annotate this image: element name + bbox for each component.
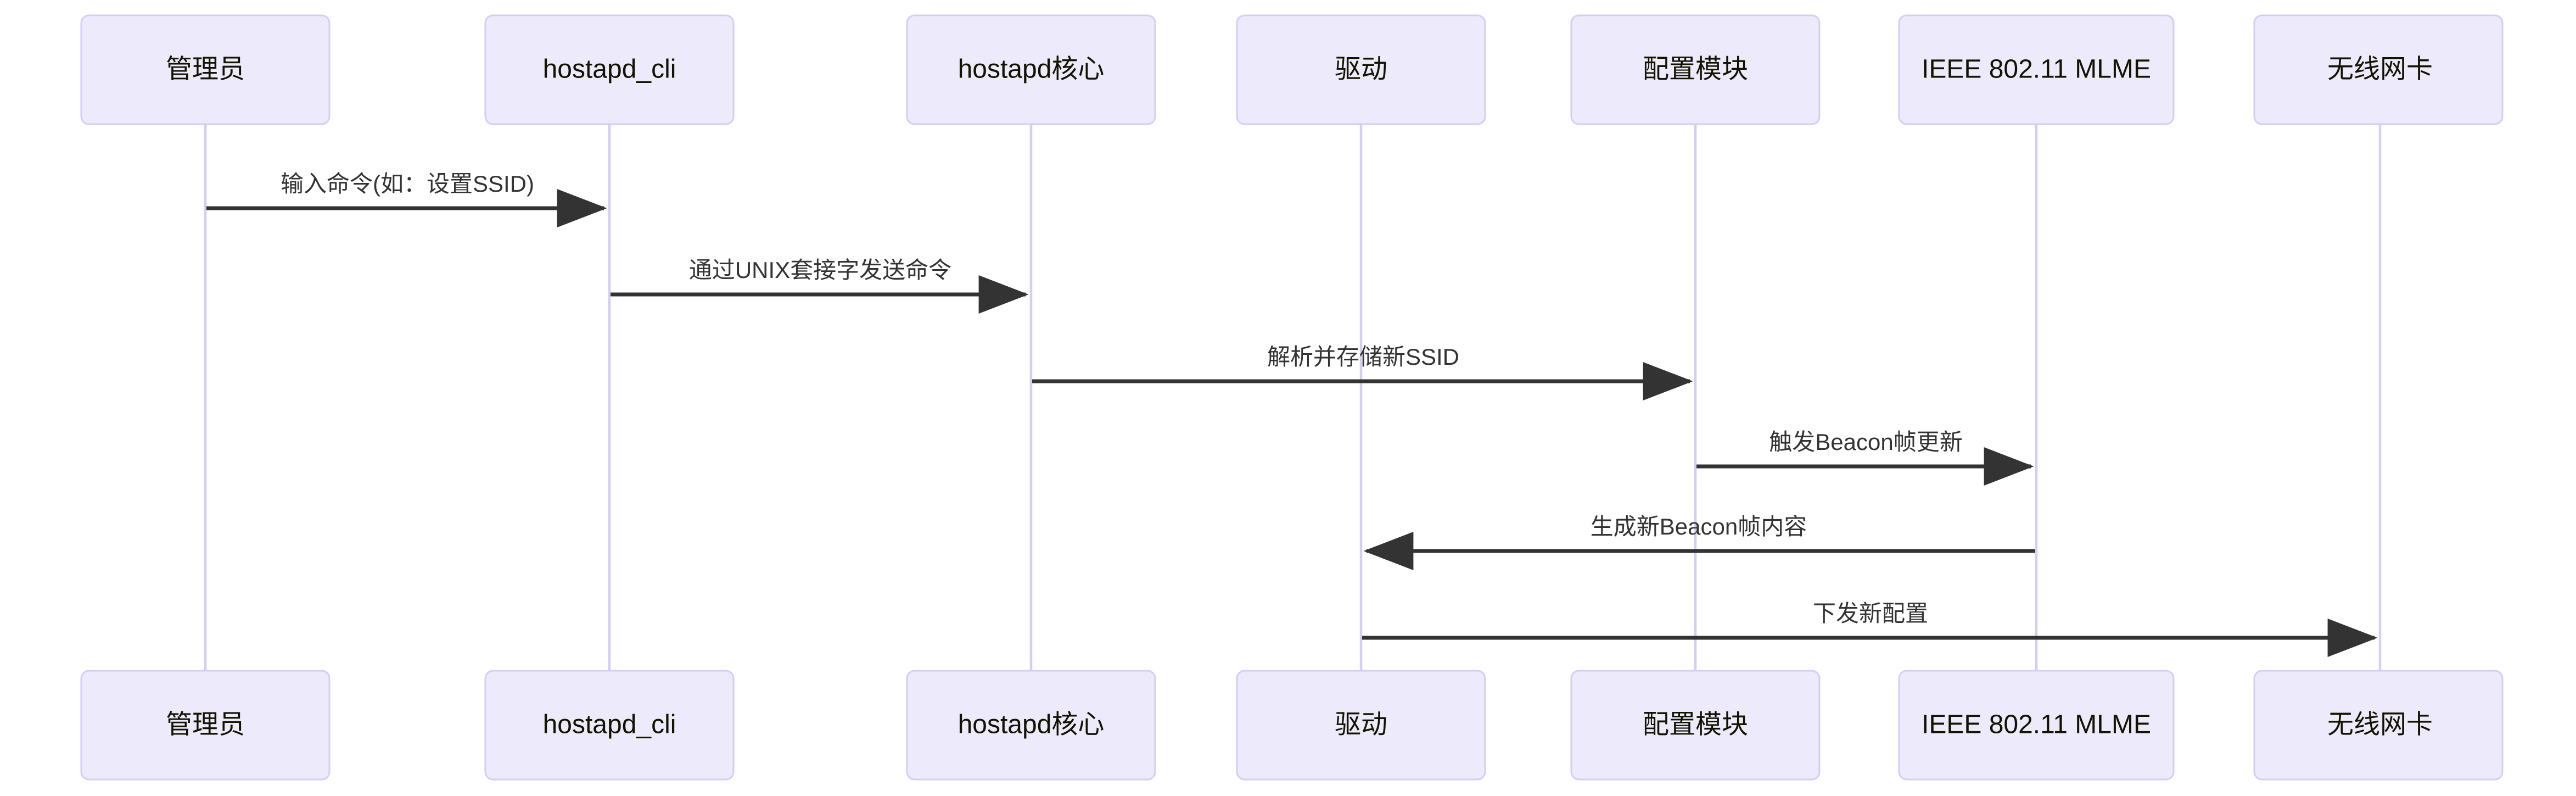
message-label: 下发新配置 [1813,600,1928,626]
participant-box-rect [906,670,1156,781]
participant-box-top-cli[interactable]: hostapd_cli [484,14,735,125]
participant-box-rect [2253,14,2504,125]
participant-box-top-mlme[interactable]: IEEE 802.11 MLME [1898,14,2175,125]
participant-box-rect [1898,670,2175,781]
participant-label: hostapd_cli [543,710,676,739]
participant-label: hostapd_cli [543,55,676,84]
message-m6[interactable]: 下发新配置 [1362,600,2378,657]
message-label: 输入命令(如：设置SSID) [281,171,534,197]
participant-box-rect [80,670,331,781]
top-participant-boxes: 管理员 hostapd_cli hostapd核心 驱动 配置模块 IEEE 802.11… [80,14,2504,125]
participant-label: IEEE 802.11 MLME [1922,55,2151,84]
participant-label: 驱动 [1335,710,1387,739]
participant-box-bottom-driver[interactable]: 驱动 [1236,670,1486,781]
bottom-participant-boxes: 管理员 hostapd_cli hostapd核心 驱动 配置模块 IEEE 802.11… [80,670,2504,781]
participant-label: 无线网卡 [2327,710,2433,739]
message-m1[interactable]: 输入命令(如：设置SSID) [206,171,607,227]
participant-box-top-driver[interactable]: 驱动 [1236,14,1486,125]
message-label: 通过UNIX套接字发送命令 [689,257,951,283]
message-m2[interactable]: 通过UNIX套接字发送命令 [611,257,1029,314]
participant-box-top-config[interactable]: 配置模块 [1570,14,1821,125]
participant-box-rect [80,14,331,125]
participant-box-rect [1236,14,1486,125]
participant-box-bottom-core[interactable]: hostapd核心 [906,670,1156,781]
participant-label: 配置模块 [1643,710,1748,739]
participant-box-rect [1236,670,1486,781]
participant-box-rect [1898,14,2175,125]
participant-box-rect [2253,670,2504,781]
message-label: 触发Beacon帧更新 [1769,429,1962,455]
message-m4[interactable]: 触发Beacon帧更新 [1696,429,2034,486]
participant-box-top-nic[interactable]: 无线网卡 [2253,14,2504,125]
message-m3[interactable]: 解析并存储新SSID [1032,344,1693,400]
participant-label: IEEE 802.11 MLME [1922,710,2151,739]
participant-box-top-admin[interactable]: 管理员 [80,14,331,125]
participant-box-bottom-admin[interactable]: 管理员 [80,670,331,781]
participant-label: hostapd核心 [958,710,1105,739]
participant-label: 驱动 [1335,55,1387,84]
participant-box-rect [484,14,735,125]
participant-box-rect [484,670,735,781]
lifelines-layer [204,124,2382,671]
message-label: 生成新Beacon帧内容 [1591,514,1807,539]
participant-box-bottom-cli[interactable]: hostapd_cli [484,670,735,781]
participant-box-rect [906,14,1156,125]
participant-box-rect [1570,670,1821,781]
participant-box-top-core[interactable]: hostapd核心 [906,14,1156,125]
participant-box-bottom-config[interactable]: 配置模块 [1570,670,1821,781]
message-label: 解析并存储新SSID [1267,344,1459,370]
participant-label: 配置模块 [1643,55,1748,84]
participant-label: 无线网卡 [2327,55,2433,84]
participant-box-rect [1570,14,1821,125]
message-m5[interactable]: 生成新Beacon帧内容 [1363,514,2035,570]
participant-box-bottom-nic[interactable]: 无线网卡 [2253,670,2504,781]
participant-label: 管理员 [166,710,245,739]
participant-box-bottom-mlme[interactable]: IEEE 802.11 MLME [1898,670,2175,781]
participant-label: hostapd核心 [958,55,1105,84]
participant-label: 管理员 [166,55,245,84]
